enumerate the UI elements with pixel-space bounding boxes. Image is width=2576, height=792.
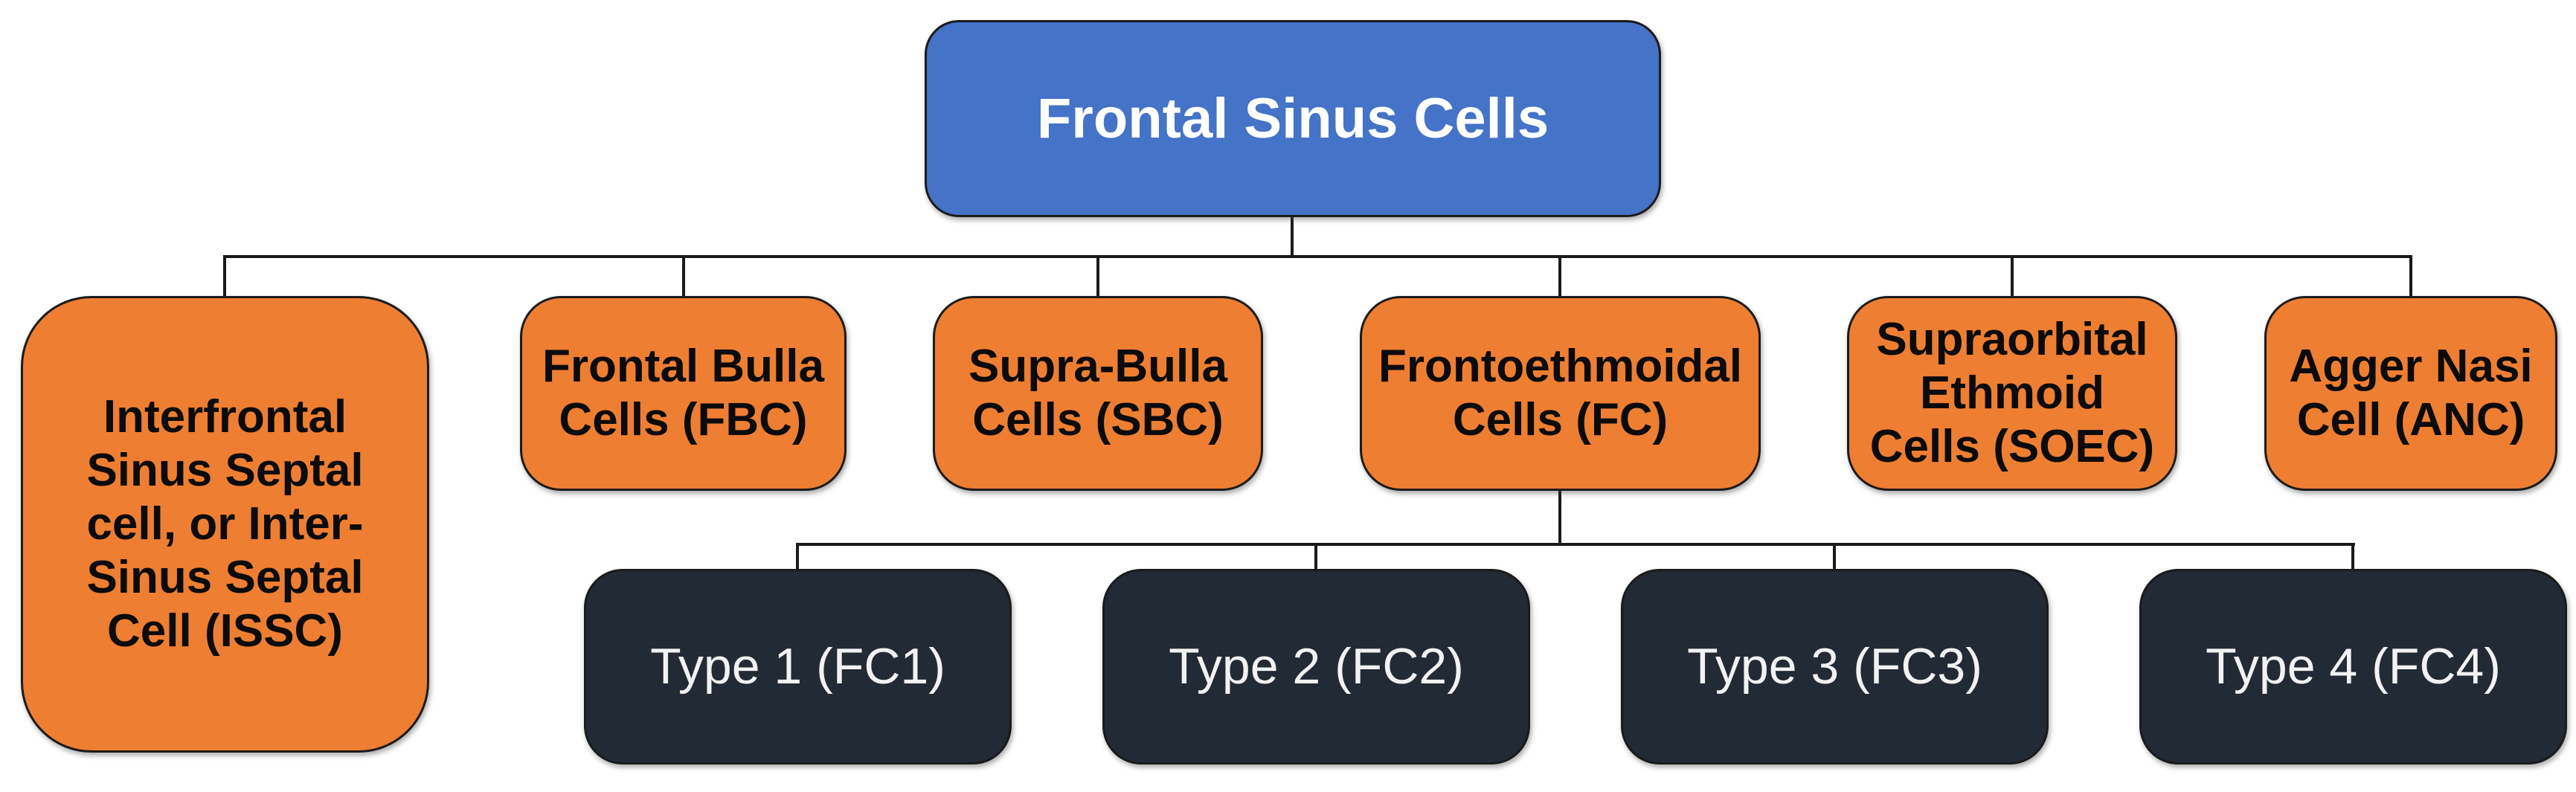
connector-drop-sbc bbox=[1096, 257, 1099, 297]
node-label-sbc: Supra-Bulla Cells (SBC) bbox=[969, 341, 1227, 445]
node-soec: Supraorbital Ethmoid Cells (SOEC) bbox=[1847, 296, 2177, 491]
connector-drop-fc2 bbox=[1314, 544, 1317, 571]
node-label-fbc: Frontal Bulla Cells (FBC) bbox=[542, 341, 824, 445]
connector-drop-fc4 bbox=[2351, 544, 2354, 571]
connector-drop-fc bbox=[1558, 257, 1561, 297]
connector-drop-soec bbox=[2011, 257, 2014, 297]
node-fc-type-3: Type 3 (FC3) bbox=[1621, 569, 2049, 764]
node-label-fc-type-1: Type 1 (FC1) bbox=[650, 638, 945, 695]
node-label-anc: Agger Nasi Cell (ANC) bbox=[2289, 341, 2533, 445]
connector-drop-fc1 bbox=[796, 544, 799, 571]
node-fc-type-1: Type 1 (FC1) bbox=[584, 569, 1012, 764]
connector-drop-fbc bbox=[682, 257, 685, 297]
node-label-fc-type-4: Type 4 (FC4) bbox=[2206, 638, 2501, 695]
node-frontal-sinus-cells: Frontal Sinus Cells bbox=[925, 20, 1661, 217]
connector-drop-fc3 bbox=[1833, 544, 1836, 571]
connector-fc-stem bbox=[1558, 489, 1561, 546]
connector-level3-bar bbox=[796, 543, 2355, 546]
node-sbc: Supra-Bulla Cells (SBC) bbox=[933, 296, 1263, 491]
node-fc-type-4: Type 4 (FC4) bbox=[2139, 569, 2567, 764]
node-label-frontal-sinus-cells: Frontal Sinus Cells bbox=[1036, 86, 1549, 150]
node-fbc: Frontal Bulla Cells (FBC) bbox=[520, 296, 847, 491]
node-anc: Agger Nasi Cell (ANC) bbox=[2264, 296, 2557, 491]
node-label-fc-type-2: Type 2 (FC2) bbox=[1169, 638, 1464, 695]
node-issc: Interfrontal Sinus Septal cell, or Inter… bbox=[21, 296, 429, 753]
node-fc-type-2: Type 2 (FC2) bbox=[1102, 569, 1530, 764]
node-label-issc: Interfrontal Sinus Septal cell, or Inter… bbox=[86, 391, 364, 657]
node-label-soec: Supraorbital Ethmoid Cells (SOEC) bbox=[1869, 314, 2155, 472]
connector-drop-anc bbox=[2409, 257, 2412, 297]
node-label-fc-type-3: Type 3 (FC3) bbox=[1687, 638, 1982, 695]
node-label-fc: Frontoethmoidal Cells (FC) bbox=[1378, 341, 1743, 445]
connector-root-stem bbox=[1291, 216, 1294, 258]
connector-level2-bar bbox=[223, 255, 2412, 258]
connector-drop-issc bbox=[223, 257, 226, 297]
node-fc: Frontoethmoidal Cells (FC) bbox=[1360, 296, 1761, 491]
